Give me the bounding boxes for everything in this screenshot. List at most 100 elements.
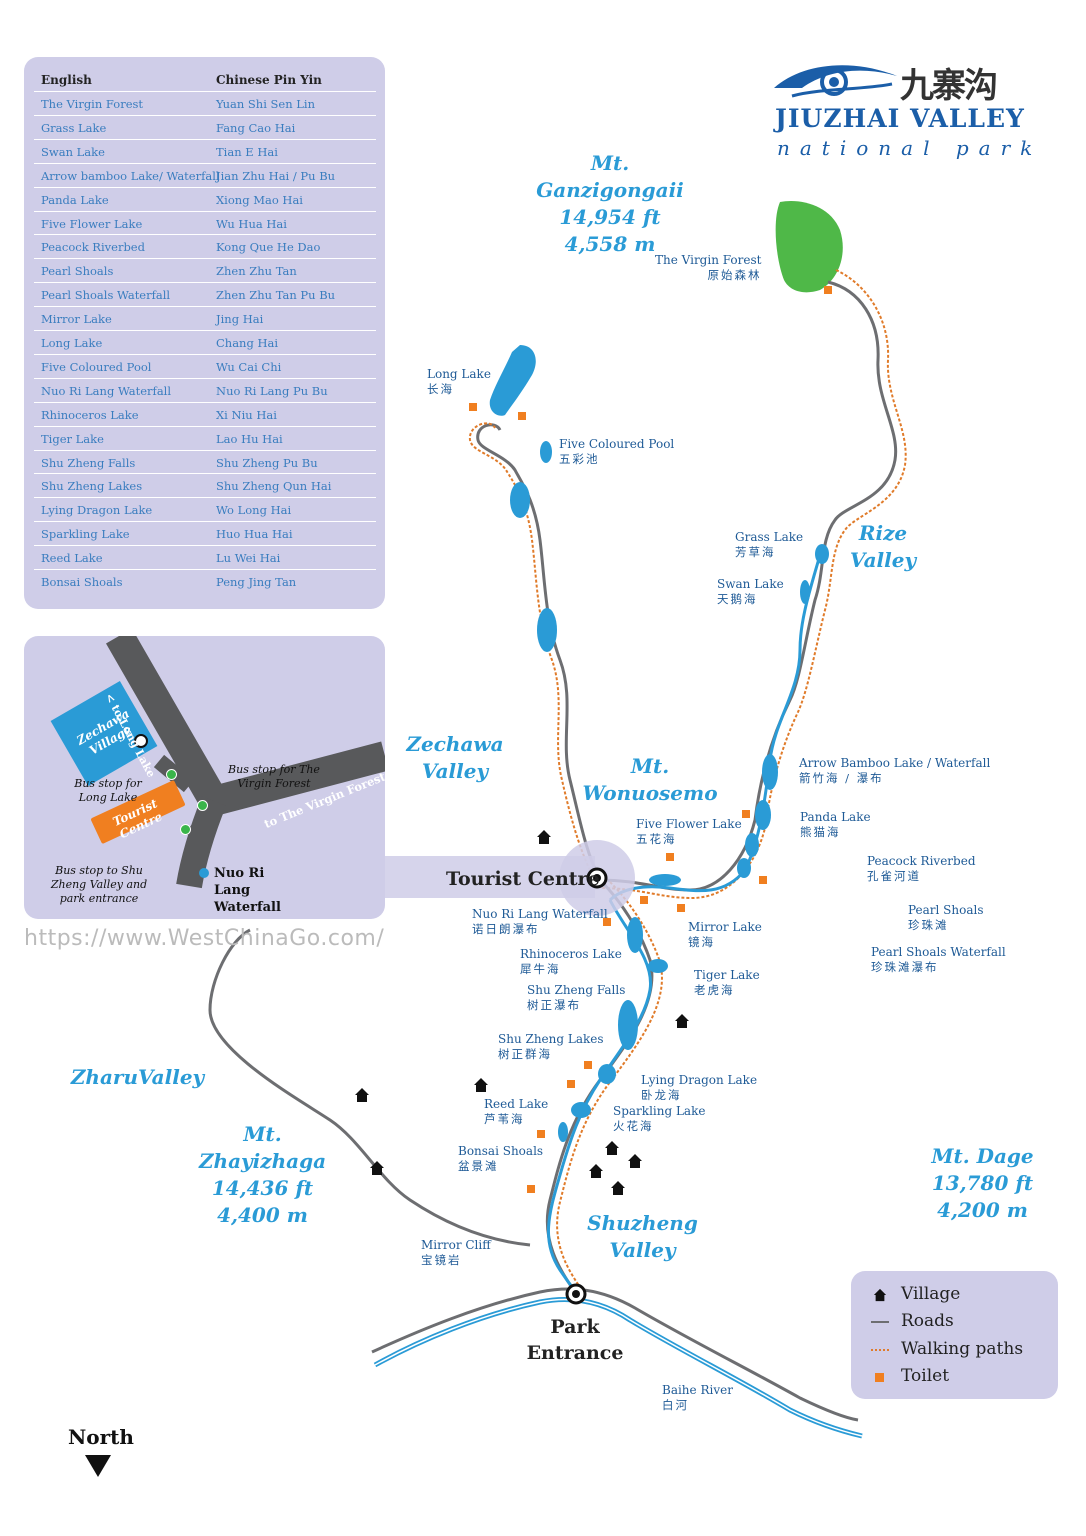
- glossary-pinyin: Wo Long Hai: [216, 503, 292, 518]
- glossary-pinyin: Xiong Mao Hai: [216, 192, 303, 207]
- path-shuzheng: [556, 881, 663, 1291]
- park-entrance-label: Park Entrance: [526, 1316, 624, 1364]
- walking-path-icon: [871, 1349, 889, 1351]
- glossary-english: Long Lake: [41, 336, 103, 350]
- glossary-english: Grass Lake: [41, 120, 107, 135]
- village-icon: [675, 1014, 689, 1028]
- bus-stop-virgin-forest-marker: [197, 800, 208, 811]
- glossary-row: Long Lake Chang Hai: [34, 330, 376, 354]
- glossary-english: Pearl Shoals: [41, 264, 114, 279]
- mountain-zhayizhaga: Mt. Zhayizhaga 14,436 ft 4,400 m: [198, 1122, 327, 1227]
- toilets: [469, 286, 832, 1193]
- glossary-pinyin: Xi Niu Hai: [216, 407, 277, 422]
- glossary-pinyin: Nuo Ri Lang Pu Bu: [216, 383, 328, 398]
- lake-pearl: [737, 858, 751, 878]
- lake-grass: [815, 544, 829, 564]
- river-rize: [608, 554, 822, 902]
- glossary-pinyin: Fang Cao Hai: [216, 120, 296, 135]
- mountain-wonuosemo: Mt. Wonuosemo: [582, 754, 718, 805]
- legend-panel: Village Roads Walking paths Toilet: [851, 1271, 1058, 1399]
- glossary-english: Bonsai Shoals: [41, 575, 123, 589]
- lake-shuzheng-1: [618, 1000, 638, 1050]
- valley-zechawa: Zechawa Valley: [406, 732, 504, 783]
- glossary-english: Pearl Shoals Waterfall: [41, 288, 171, 303]
- glossary-english: Rhinoceros Lake: [41, 407, 139, 422]
- glossary-english: Shu Zheng Falls: [41, 455, 136, 470]
- lake-upper-1: [510, 482, 530, 518]
- road-zharu: [208, 928, 531, 1247]
- toilet-icon: [875, 1373, 884, 1382]
- inset-nuo-ri-lang: Nuo Ri Lang Waterfall: [214, 866, 281, 915]
- valley-rize: Rize Valley: [849, 521, 917, 572]
- glossary-english: Lying Dragon Lake: [41, 503, 153, 518]
- village-icon: [370, 1161, 384, 1175]
- path-zechawa: [468, 422, 593, 876]
- bus-stop-long-lake-marker: [166, 769, 177, 780]
- glossary-english: Panda Lake: [41, 192, 109, 207]
- road-zechawa: [476, 423, 602, 881]
- village-icon: [611, 1181, 625, 1195]
- glossary-english: Five Coloured Pool: [41, 359, 152, 374]
- lake-tiger: [648, 959, 668, 973]
- village-icon: [605, 1141, 619, 1155]
- glossary-header-english: English: [41, 73, 92, 87]
- glossary-row: Grass Lake Fang Cao Hai: [34, 114, 376, 139]
- lake-sparkling: [571, 1102, 591, 1118]
- road-rize: [599, 280, 898, 892]
- glossary-pinyin: Chang Hai: [216, 336, 279, 350]
- lake-five-flower: [745, 833, 759, 857]
- bus-stop-shu-zheng-marker: [180, 824, 191, 835]
- village-icon: [589, 1164, 603, 1178]
- valley-zharu: ZharuValley: [70, 1065, 205, 1089]
- lake-swan: [800, 580, 810, 604]
- glossary-pinyin: Kong Que He Dao: [216, 240, 321, 255]
- mountain-ganzigongaii: Mt. Ganzigongaii 14,954 ft 4,558 m: [536, 151, 684, 256]
- road-entrance: [371, 1287, 859, 1422]
- village-icon: [474, 1078, 488, 1092]
- glossary-english: Arrow bamboo Lake/ Waterfall: [41, 168, 220, 183]
- glossary-english: Nuo Ri Lang Waterfall: [41, 383, 172, 398]
- glossary-english: Shu Zheng Lakes: [41, 479, 143, 494]
- north-label: North: [68, 1425, 134, 1449]
- lake-panda: [755, 800, 771, 830]
- village-icon: [537, 830, 551, 844]
- glossary-panel: English Chinese Pin Yin The Virgin Fores…: [24, 57, 385, 609]
- inset-bus-shu-zheng: Bus stop to Shu Zheng Valley and park en…: [50, 864, 148, 905]
- watermark: https://www.WestChinaGo.com/: [24, 926, 385, 951]
- north-arrow-icon: [85, 1455, 111, 1477]
- nuo-ri-lang-marker: [199, 868, 209, 878]
- inset-roads: [106, 636, 385, 889]
- lake-upper-2: [537, 608, 557, 652]
- logo-subtitle: national park: [777, 136, 1043, 160]
- lake-lying-dragon: [598, 1064, 616, 1084]
- village-icon: [628, 1154, 642, 1168]
- long-lake-shape: [489, 345, 536, 416]
